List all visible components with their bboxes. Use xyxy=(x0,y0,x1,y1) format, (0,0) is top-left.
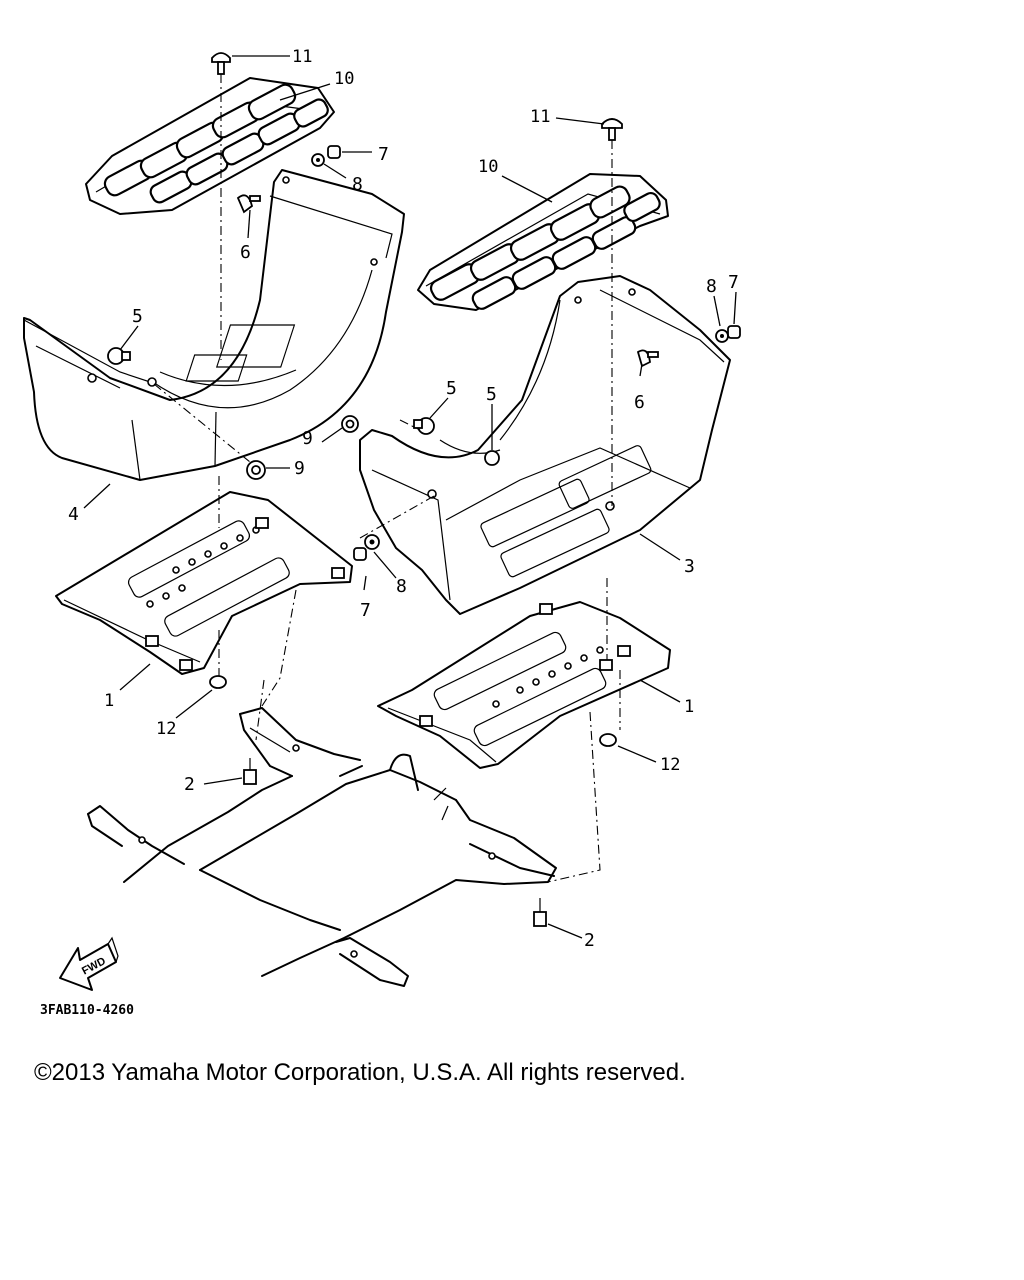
leader-lines xyxy=(83,55,737,939)
callout-12: 12 xyxy=(156,719,176,739)
drawing-code: 3FAB110-4260 xyxy=(40,1003,134,1018)
callout-6: 6 xyxy=(240,242,251,263)
callout-9: 9 xyxy=(302,428,313,449)
callout-9: 9 xyxy=(294,458,305,479)
copyright-notice: ©2013 Yamaha Motor Corporation, U.S.A. A… xyxy=(34,1059,686,1086)
left-footrest-board xyxy=(85,77,335,215)
callout-12: 12 xyxy=(660,755,680,775)
left-support-plate xyxy=(55,491,353,675)
callout-2: 2 xyxy=(184,774,195,795)
callout-7: 7 xyxy=(378,144,389,165)
callout-11: 11 xyxy=(530,107,550,127)
right-support-plate xyxy=(377,601,671,769)
assembly-lines xyxy=(153,74,621,883)
callout-3: 3 xyxy=(684,556,695,577)
callout-1: 1 xyxy=(684,697,694,717)
callout-5: 5 xyxy=(446,378,457,399)
callout-10: 10 xyxy=(334,69,354,89)
callout-5: 5 xyxy=(486,384,497,405)
callout-7: 7 xyxy=(360,600,371,621)
right-footrest-board xyxy=(417,173,669,311)
callout-1: 1 xyxy=(104,691,114,711)
callout-2: 2 xyxy=(584,930,595,951)
vehicle-frame xyxy=(87,707,557,987)
callout-8: 8 xyxy=(396,576,407,597)
left-footrest-guard xyxy=(23,169,405,481)
right-footrest-guard xyxy=(359,275,731,615)
callout-6: 6 xyxy=(634,392,645,413)
callout-labels: 11 10 7 8 6 5 4 9 9 1 12 2 11 10 8 7 6 5… xyxy=(68,47,739,951)
callout-5: 5 xyxy=(132,306,143,327)
callout-7: 7 xyxy=(728,272,739,293)
callout-8: 8 xyxy=(706,276,717,297)
exploded-parts-diagram: FWD 11 10 7 8 6 5 4 9 9 1 12 2 11 10 8 7… xyxy=(23,47,741,1018)
callout-10: 10 xyxy=(478,157,498,177)
callout-8: 8 xyxy=(352,174,363,195)
callout-11: 11 xyxy=(292,47,312,67)
forward-direction-arrow: FWD xyxy=(59,936,119,991)
callout-4: 4 xyxy=(68,504,79,525)
hardware xyxy=(107,52,741,927)
